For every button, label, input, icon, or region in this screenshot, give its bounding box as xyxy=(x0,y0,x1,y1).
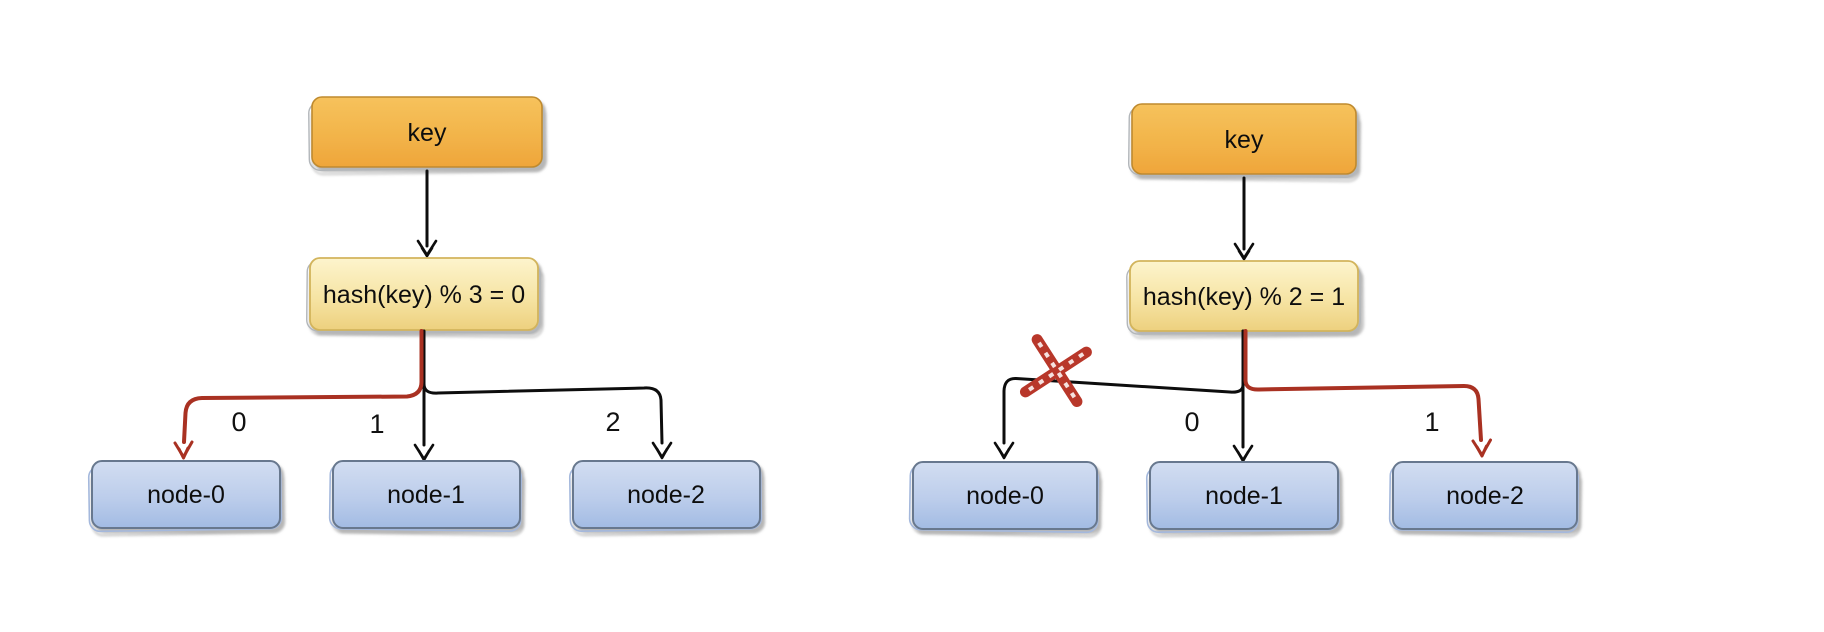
node-box-0-rect xyxy=(91,460,281,529)
node-box-0-label: node-0 xyxy=(966,482,1044,510)
node-box-0: node-0 xyxy=(908,461,1100,534)
arrow-key-to-hash xyxy=(1233,176,1255,261)
hash-box-label: hash(key) % 3 = 0 xyxy=(323,281,525,309)
hash-box: hash(key) % 2 = 1 xyxy=(1126,260,1361,335)
node-box-0-rect xyxy=(912,461,1098,530)
key-box-rect xyxy=(1131,103,1357,175)
node-box-1-label: node-1 xyxy=(1205,482,1283,510)
highlighted-path-to-node-2 xyxy=(1243,329,1492,458)
node-box-1-rect xyxy=(332,460,521,529)
key-box-rect xyxy=(311,96,543,168)
node-box-2-label: node-2 xyxy=(627,481,705,509)
branch-label-1: 1 xyxy=(1424,407,1439,437)
branch-label-2: 2 xyxy=(605,407,620,437)
highlighted-path-to-node-0 xyxy=(173,329,424,460)
key-box-label: key xyxy=(408,119,447,147)
hash-box: hash(key) % 3 = 0 xyxy=(306,257,541,334)
key-box: key xyxy=(308,96,545,172)
node-box-1: node-1 xyxy=(328,460,523,532)
node-box-2-rect xyxy=(1392,461,1578,530)
branch-to-node-1 xyxy=(1232,329,1254,463)
branch-to-node-2 xyxy=(422,382,673,460)
branch-label-0: 0 xyxy=(231,407,246,437)
node-box-0: node-0 xyxy=(87,460,283,533)
mod-3-diagram: key hash(key) % 3 = 0 xyxy=(87,96,763,533)
node-box-1-rect xyxy=(1149,461,1339,530)
node-box-2-label: node-2 xyxy=(1446,482,1524,510)
branch-label-0: 0 xyxy=(1184,407,1199,437)
node-box-1-label: node-1 xyxy=(387,481,465,509)
key-box: key xyxy=(1128,103,1358,178)
hash-box-label: hash(key) % 2 = 1 xyxy=(1143,283,1345,311)
node-box-2: node-2 xyxy=(1388,461,1580,533)
node-box-2: node-2 xyxy=(568,460,763,532)
node-box-2-rect xyxy=(572,460,761,529)
branch-label-1: 1 xyxy=(369,409,384,439)
node-box-0-label: node-0 xyxy=(147,481,225,509)
branch-to-node-1 xyxy=(413,329,435,462)
arrow-key-to-hash xyxy=(416,169,438,258)
branch-to-node-0 xyxy=(993,329,1245,460)
cross-out-x-icon xyxy=(1019,334,1092,408)
mod-2-diagram: key hash(key) % 2 = 1 xyxy=(908,103,1580,534)
key-box-label: key xyxy=(1225,126,1264,154)
node-box-1: node-1 xyxy=(1145,461,1341,533)
